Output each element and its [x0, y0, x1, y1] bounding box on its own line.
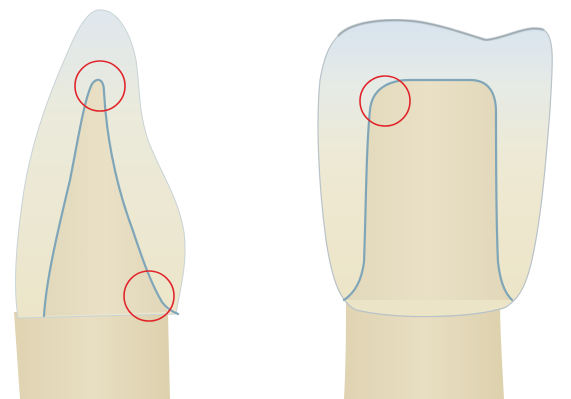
front-view — [318, 20, 552, 399]
side-profile-view — [14, 10, 185, 399]
side-root — [14, 312, 170, 399]
